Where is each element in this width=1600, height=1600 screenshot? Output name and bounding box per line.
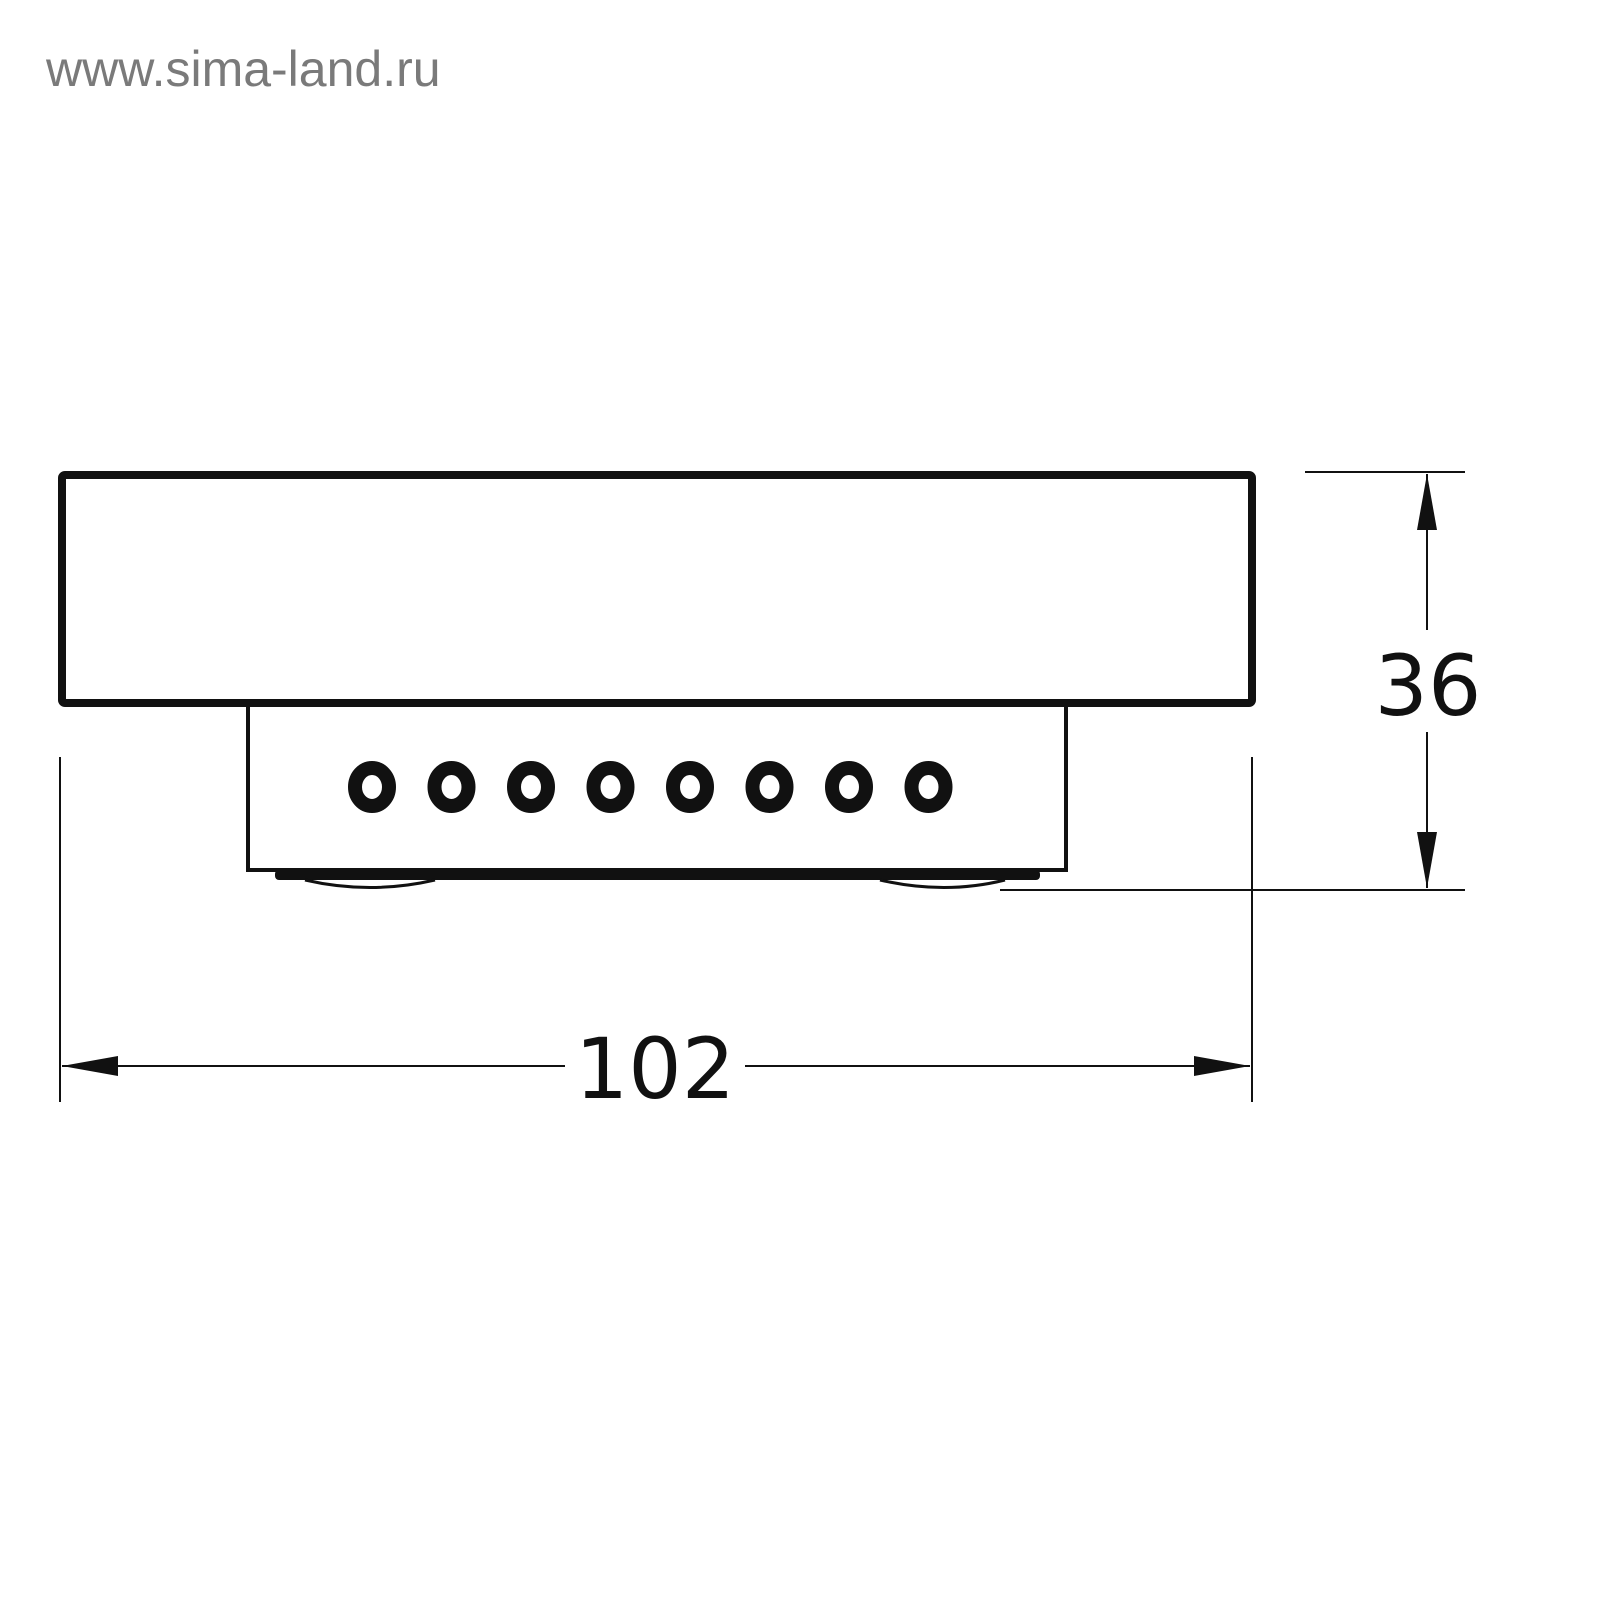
vent-hole (507, 761, 555, 813)
arrow-left-icon (62, 1056, 118, 1076)
base-plate (275, 870, 1040, 880)
arrow-right-icon (1194, 1056, 1250, 1076)
width-label: 102 (575, 1020, 735, 1118)
foot-right (879, 878, 1006, 889)
watermark: www.sima-land.ru (46, 41, 441, 97)
vent-hole (348, 761, 396, 813)
vent-hole (825, 761, 873, 813)
height-label: 36 (1375, 637, 1482, 735)
vent-hole (666, 761, 714, 813)
arrow-down-icon (1417, 832, 1437, 888)
vent-hole (904, 761, 953, 813)
top-body (58, 471, 1256, 707)
vent-hole (427, 761, 476, 813)
vent-hole (586, 761, 635, 813)
foot-left (304, 878, 436, 889)
arrow-up-icon (1417, 474, 1437, 530)
vent-hole (745, 761, 794, 813)
vent-holes (348, 761, 953, 813)
